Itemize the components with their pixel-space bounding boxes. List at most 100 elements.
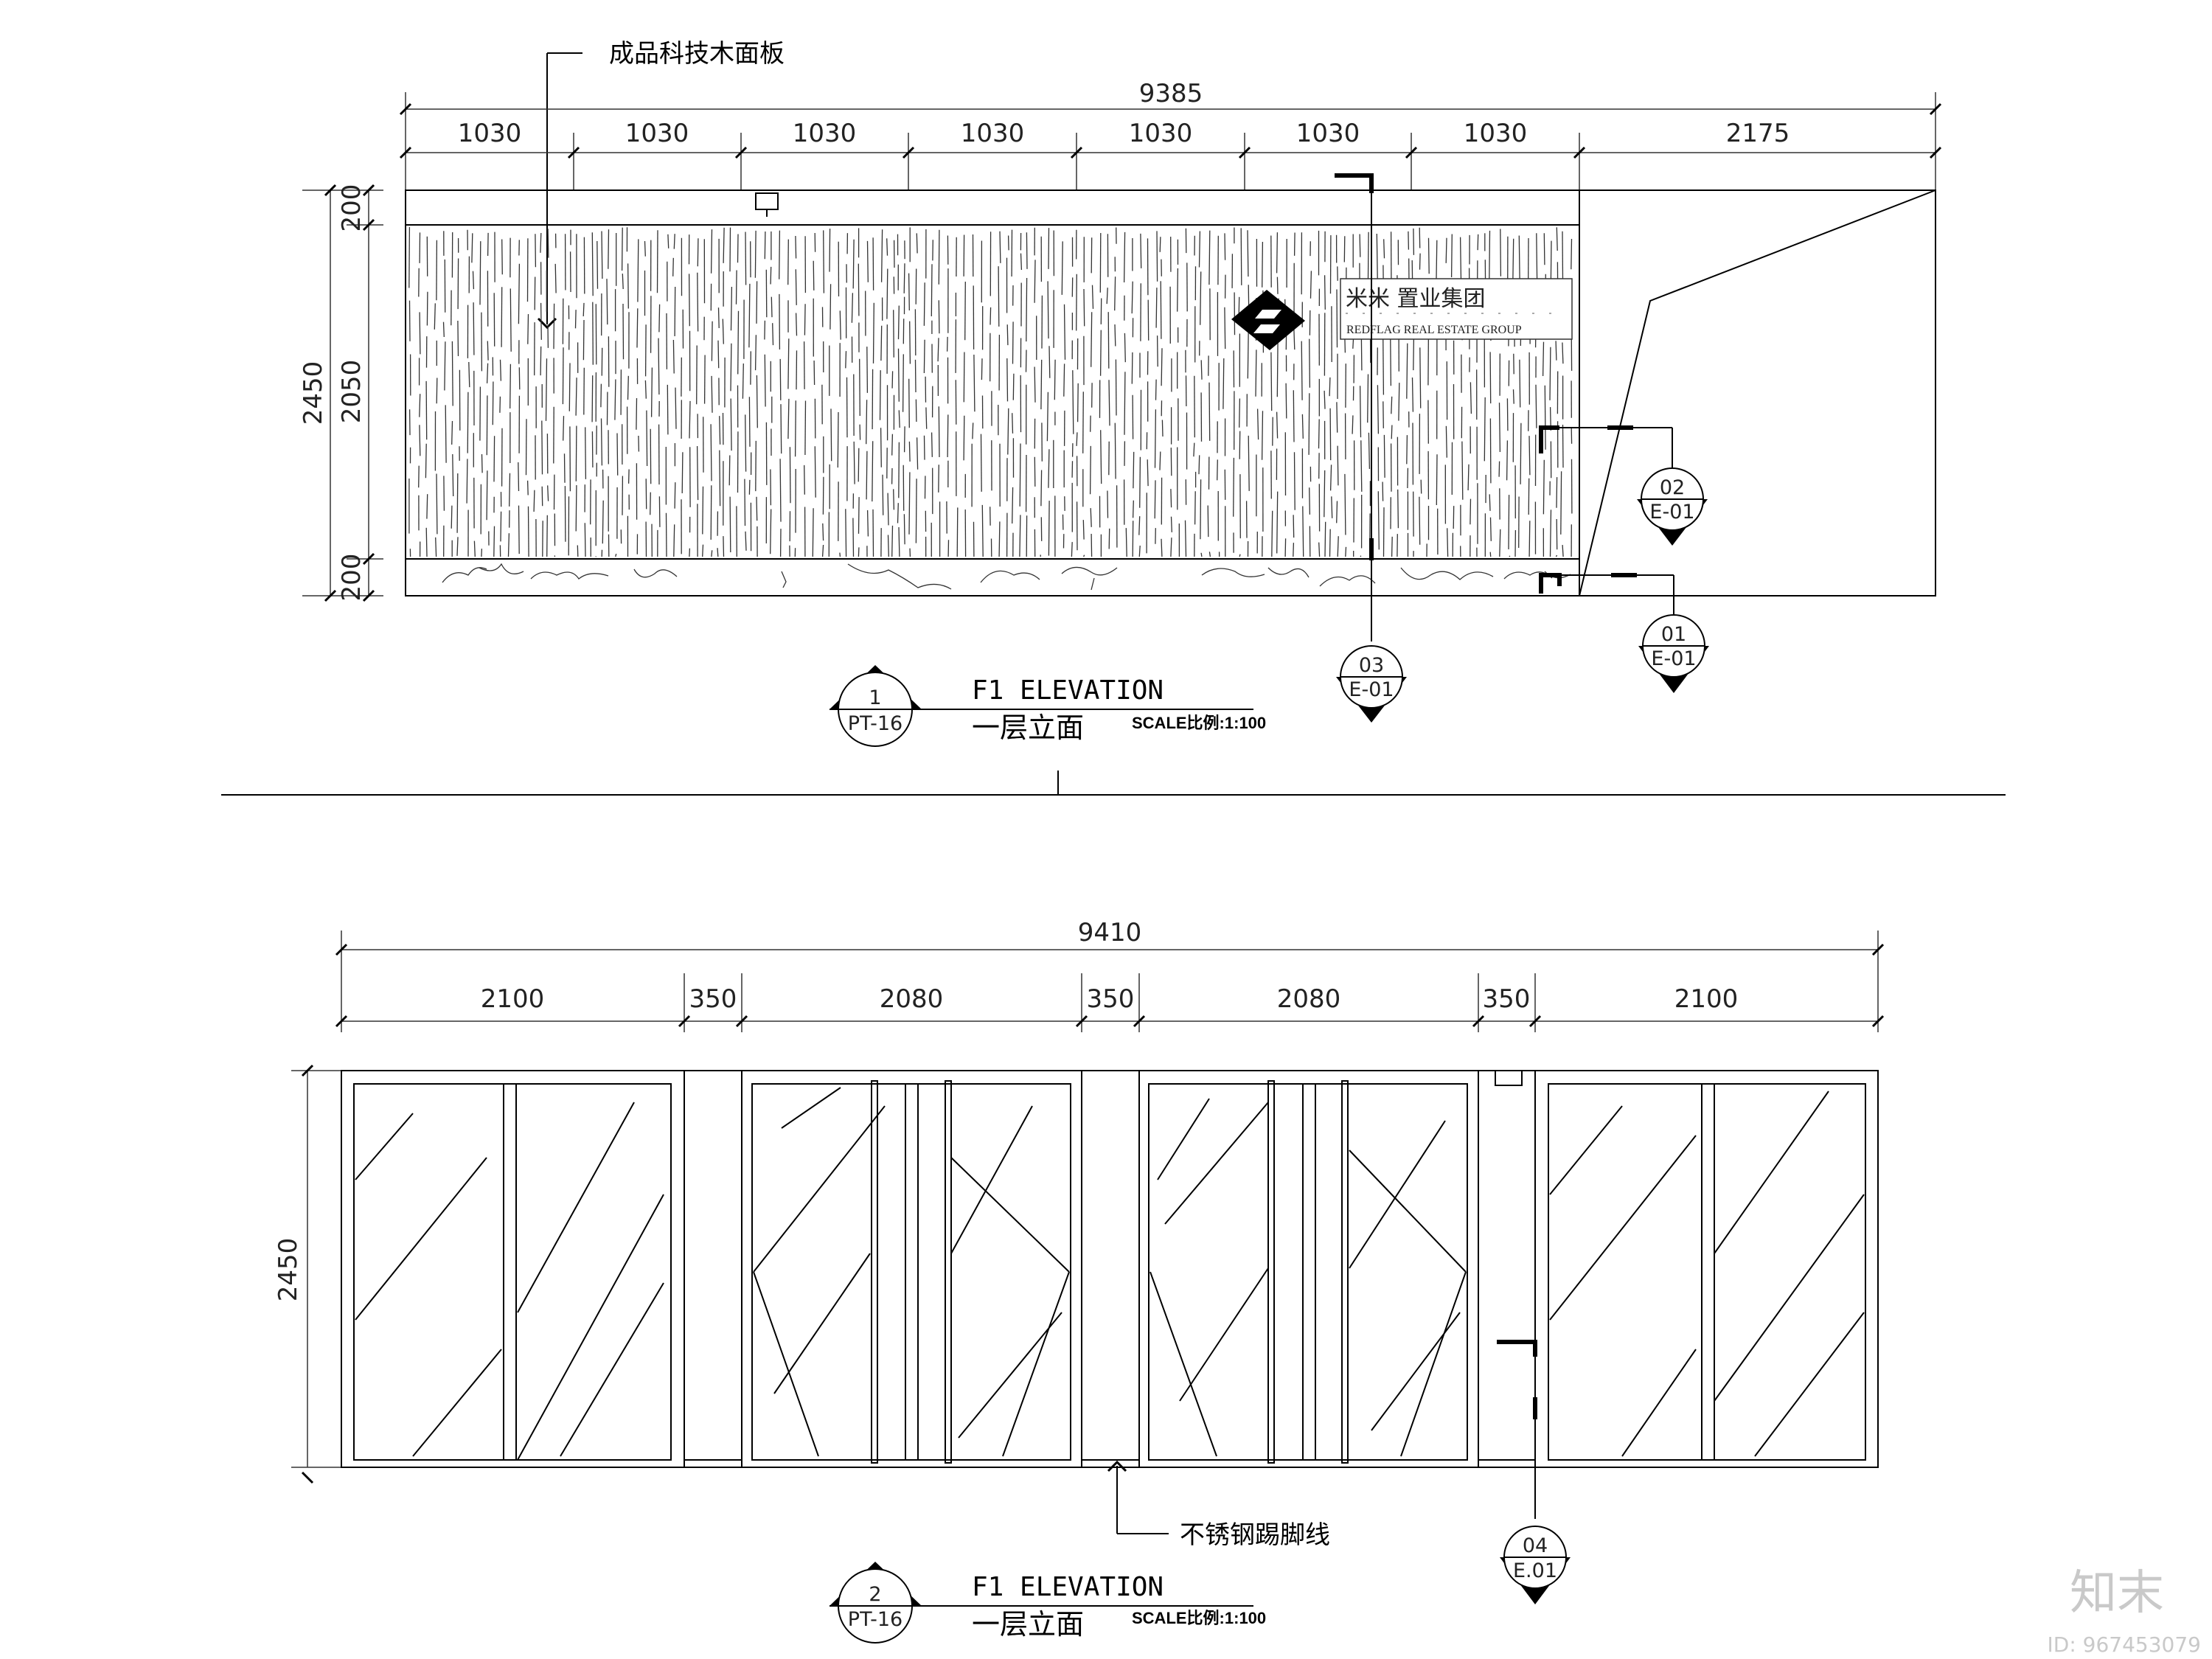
grain-stroke bbox=[1391, 396, 1393, 414]
grain-stroke bbox=[730, 286, 733, 331]
grain-stroke bbox=[981, 358, 983, 380]
grain-stroke bbox=[947, 414, 949, 458]
grain-stroke bbox=[1506, 398, 1509, 431]
grain-stroke bbox=[1200, 479, 1202, 540]
grain-stroke bbox=[595, 304, 597, 365]
grain-stroke bbox=[779, 459, 782, 522]
grain-stroke bbox=[780, 404, 782, 454]
grain-stroke bbox=[891, 371, 894, 389]
grain-stroke bbox=[525, 419, 527, 476]
grain-stroke bbox=[1261, 411, 1264, 460]
grain-stroke bbox=[627, 375, 629, 400]
grain-stroke bbox=[650, 428, 652, 484]
grain-stroke bbox=[898, 526, 900, 557]
grain-stroke bbox=[915, 268, 917, 305]
marker-04-num: 04 bbox=[1523, 1534, 1548, 1557]
grain-stroke bbox=[667, 234, 669, 248]
grain-stroke bbox=[1419, 347, 1422, 408]
top-wall-outline bbox=[405, 189, 1936, 597]
grain-stroke bbox=[658, 304, 661, 333]
top-segment-6: 1030 bbox=[1296, 119, 1360, 148]
grain-stroke bbox=[973, 354, 975, 412]
grain-stroke bbox=[1560, 471, 1562, 535]
grain-stroke bbox=[681, 452, 684, 494]
grain-stroke bbox=[650, 367, 653, 417]
grain-stroke bbox=[1007, 408, 1009, 455]
grain-stroke bbox=[650, 492, 651, 515]
grain-stroke bbox=[748, 479, 751, 495]
grain-stroke bbox=[915, 479, 917, 543]
grain-stroke bbox=[1562, 424, 1564, 468]
grain-stroke bbox=[1484, 397, 1486, 462]
grain-stroke bbox=[1155, 288, 1158, 328]
grain-stroke bbox=[1048, 449, 1050, 488]
grain-stroke bbox=[1301, 341, 1303, 400]
grain-stroke bbox=[1012, 373, 1015, 400]
grain-stroke bbox=[902, 465, 905, 511]
grain-stroke bbox=[563, 453, 566, 483]
grain-stroke bbox=[1324, 470, 1326, 518]
grain-stroke bbox=[931, 264, 933, 317]
grain-stroke bbox=[545, 358, 548, 421]
sheet-divider bbox=[221, 771, 2006, 796]
grain-stroke bbox=[509, 288, 512, 352]
grain-stroke bbox=[803, 341, 805, 389]
grain-stroke bbox=[1377, 491, 1380, 550]
grain-stroke bbox=[554, 263, 557, 293]
grain-stroke bbox=[914, 359, 917, 393]
grain-stroke bbox=[1200, 271, 1202, 325]
grain-stroke bbox=[1318, 542, 1321, 557]
grain-stroke bbox=[1276, 276, 1279, 294]
grain-stroke bbox=[728, 455, 731, 486]
grain-stroke bbox=[1301, 414, 1304, 439]
grain-stroke bbox=[1099, 232, 1102, 293]
grain-stroke bbox=[866, 240, 869, 282]
bottom-segment-7: 2100 bbox=[1674, 984, 1739, 1014]
grain-stroke bbox=[1528, 521, 1531, 557]
grain-stroke bbox=[796, 350, 798, 390]
grain-stroke bbox=[909, 321, 911, 364]
grain-stroke bbox=[425, 527, 428, 557]
top-dimension-labels: 9385 1030 1030 1030 1030 1030 1030 1030 … bbox=[458, 79, 1790, 148]
bottom-dimension-chain bbox=[335, 931, 1885, 1032]
grain-stroke bbox=[839, 310, 841, 340]
grain-stroke bbox=[672, 257, 674, 276]
grain-stroke bbox=[621, 227, 623, 271]
grain-stroke bbox=[1445, 425, 1447, 458]
grain-stroke bbox=[418, 465, 420, 488]
glass-door-2 bbox=[1148, 1080, 1468, 1464]
grain-stroke bbox=[675, 387, 677, 429]
grain-stroke bbox=[622, 274, 624, 290]
grain-stroke bbox=[526, 480, 529, 495]
grain-stroke bbox=[451, 505, 453, 529]
grain-stroke bbox=[1256, 408, 1259, 440]
grain-stroke bbox=[622, 303, 625, 360]
grain-stroke bbox=[717, 307, 720, 329]
grain-stroke bbox=[1368, 432, 1371, 470]
top-segment-1: 1030 bbox=[458, 119, 522, 148]
grain-stroke bbox=[443, 476, 445, 511]
grain-stroke bbox=[1293, 543, 1295, 557]
grain-stroke bbox=[696, 345, 698, 405]
grain-stroke bbox=[1156, 231, 1158, 282]
grain-stroke bbox=[1285, 383, 1287, 419]
top-overall-width: 9385 bbox=[1139, 79, 1203, 108]
grain-stroke bbox=[1336, 501, 1338, 524]
grain-stroke bbox=[1026, 232, 1028, 269]
grain-stroke bbox=[468, 361, 470, 388]
grain-stroke bbox=[541, 486, 543, 507]
marker-02-num: 02 bbox=[1660, 476, 1685, 499]
grain-stroke bbox=[1324, 275, 1326, 310]
grain-stroke bbox=[569, 426, 571, 492]
grain-stroke bbox=[1543, 459, 1545, 515]
grain-stroke bbox=[887, 535, 889, 557]
grain-stroke bbox=[1500, 229, 1502, 276]
grain-stroke bbox=[1012, 413, 1014, 434]
grain-stroke bbox=[813, 260, 815, 291]
grain-stroke bbox=[540, 346, 542, 376]
grain-stroke bbox=[908, 472, 911, 535]
marker-03-sheet: E-01 bbox=[1349, 678, 1394, 701]
grain-stroke bbox=[1276, 491, 1279, 554]
grain-stroke bbox=[501, 287, 503, 347]
grain-stroke bbox=[1083, 554, 1085, 557]
